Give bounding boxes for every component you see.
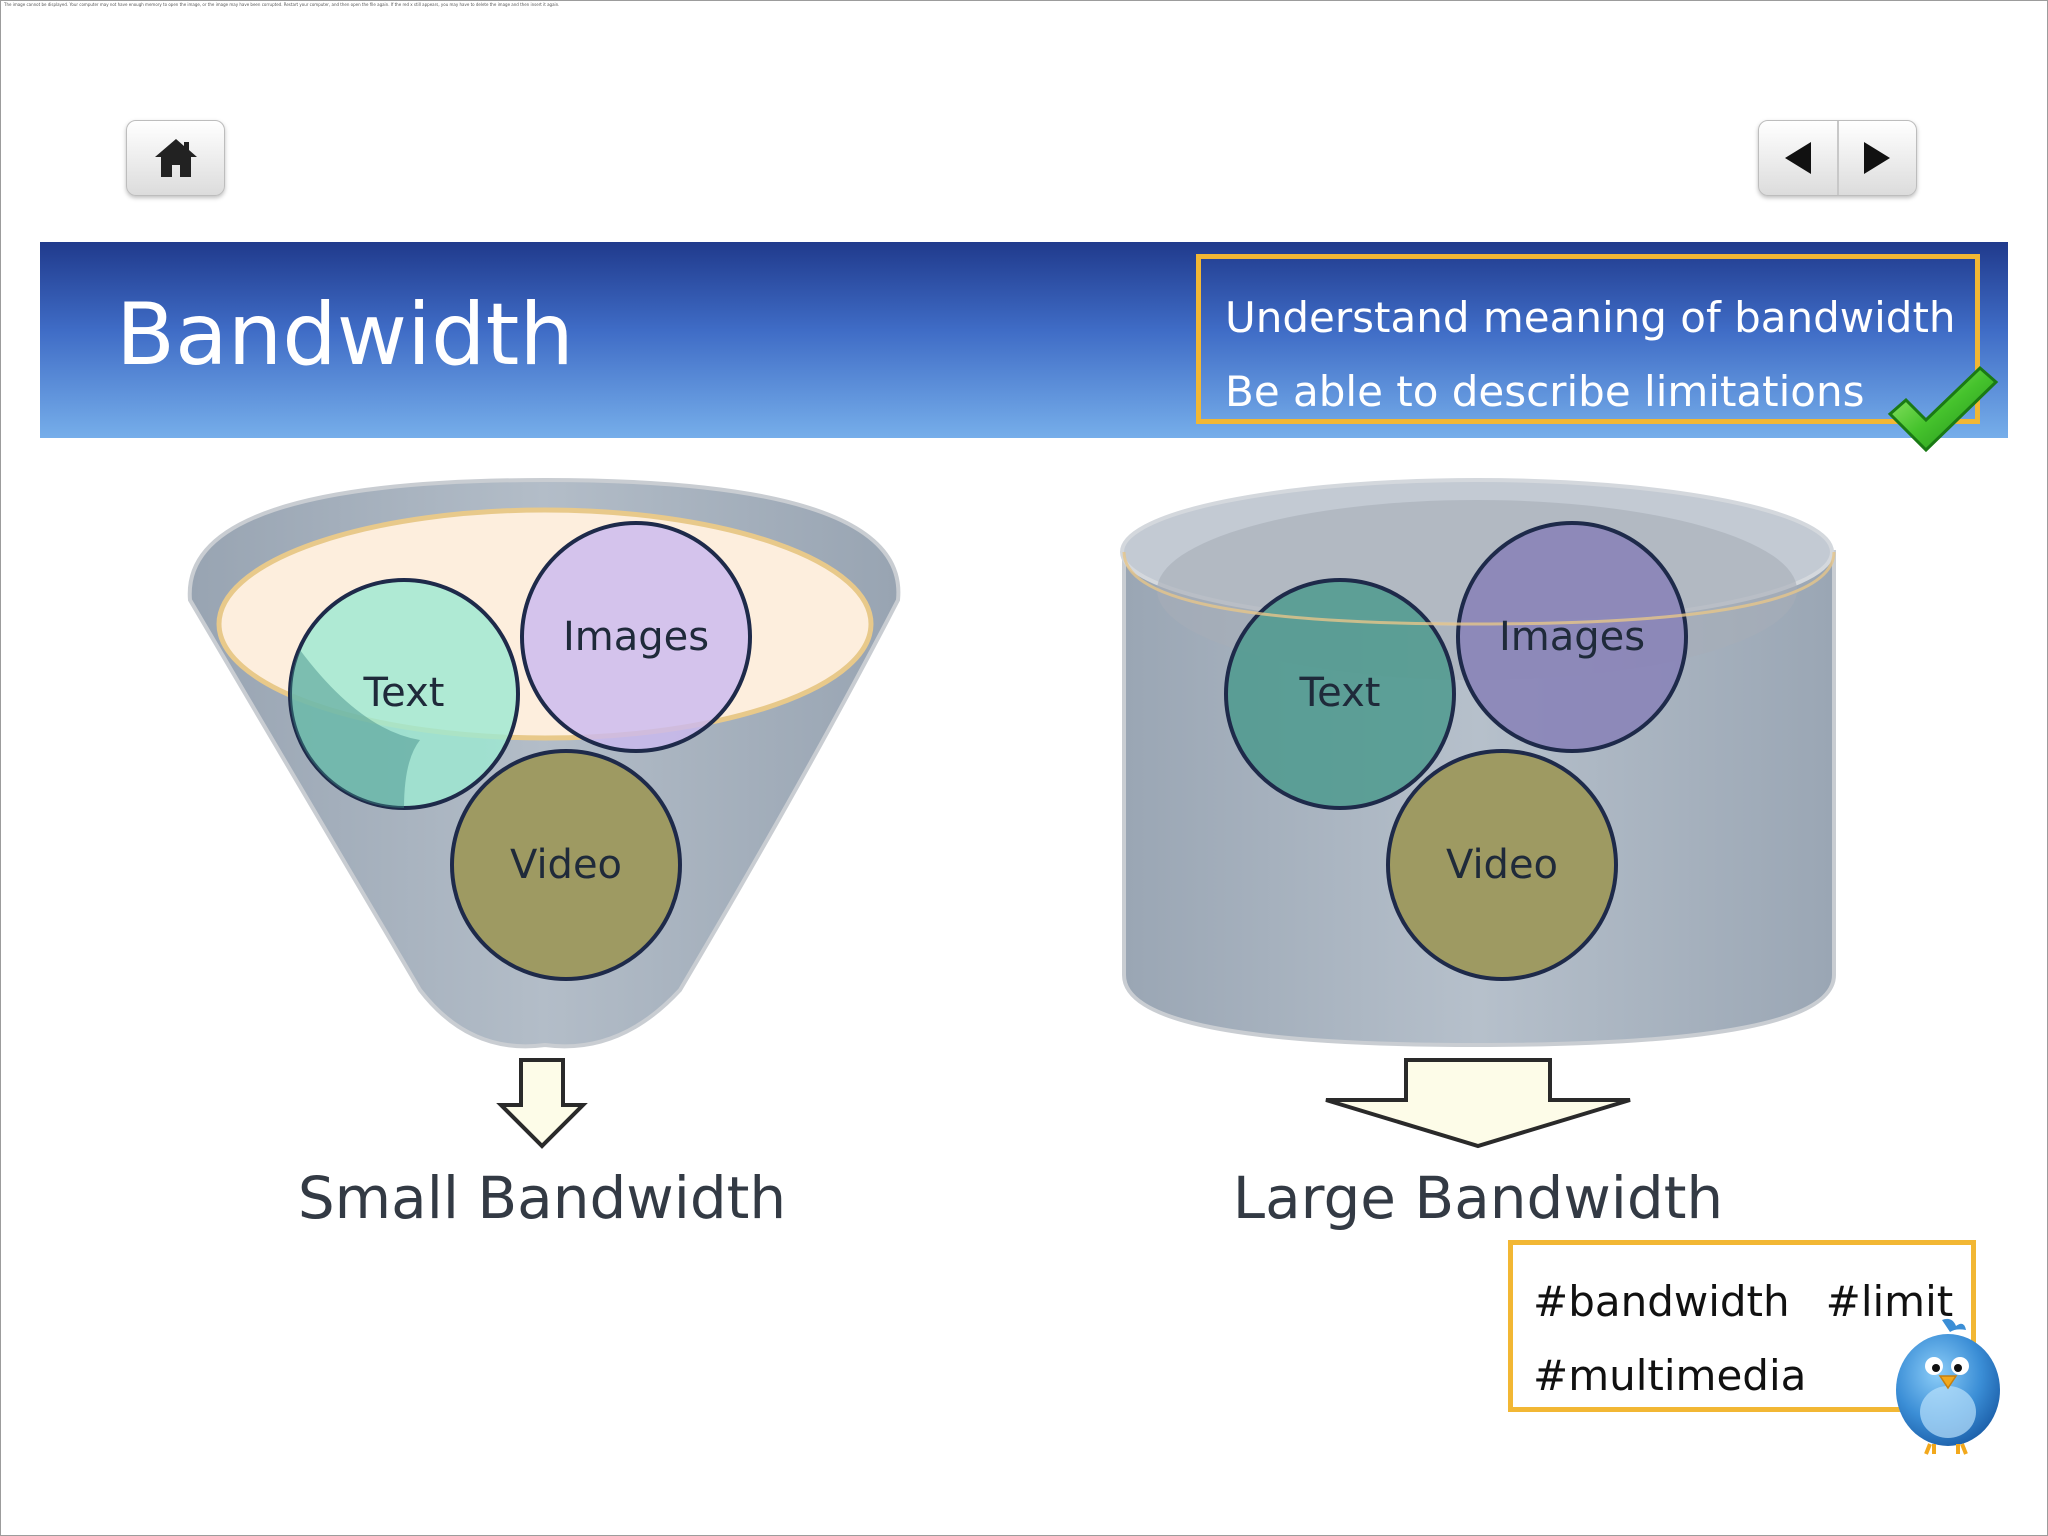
hashtag-row: #multimedia [1533, 1339, 1971, 1413]
large-images-label: Images [1499, 614, 1645, 660]
images-circle [1456, 521, 1688, 753]
bird-icon [1896, 1318, 2000, 1455]
triangle-right-icon [1864, 142, 1891, 174]
large-text-label: Text [1299, 670, 1381, 716]
learning-objectives-box: Understand meaning of bandwidth Be able … [1196, 254, 1980, 424]
next-slide-button[interactable] [1839, 121, 1917, 195]
title-band [40, 242, 2008, 438]
small-bandwidth-funnel: Text Images Video [187, 477, 901, 1049]
large-video-label: Video [1446, 842, 1558, 888]
home-button[interactable] [126, 120, 225, 196]
images-circle [520, 521, 752, 753]
triangle-left-icon [1784, 142, 1811, 174]
home-icon [154, 139, 197, 177]
text-circle [288, 578, 520, 810]
objective-item: Understand meaning of bandwidth [1225, 293, 1956, 342]
broken-image-notice: The image cannot be displayed. Your comp… [4, 2, 560, 7]
text-circle [1224, 578, 1456, 810]
large-down-arrow [1325, 1058, 1631, 1149]
slide-navigation [1758, 120, 1917, 196]
large-bandwidth-cylinder: Text Images Video [1120, 478, 1836, 1048]
checkmark-icon [1887, 365, 1999, 453]
large-bandwidth-label: Large Bandwidth [1233, 1164, 1723, 1232]
small-down-arrow [496, 1058, 588, 1149]
previous-slide-button[interactable] [1759, 121, 1839, 195]
small-bandwidth-label: Small Bandwidth [298, 1164, 786, 1232]
video-circle [450, 749, 682, 981]
hashtag-item: #bandwidth [1533, 1277, 1790, 1326]
video-circle [1386, 749, 1618, 981]
small-text-label: Text [363, 670, 445, 716]
small-video-label: Video [510, 842, 622, 888]
hashtag-item: #limit [1825, 1277, 1954, 1326]
hashtag-row: #bandwidth #limit [1533, 1265, 1971, 1339]
objective-item: Be able to describe limitations [1225, 367, 1865, 416]
hashtag-item: #multimedia [1533, 1351, 1807, 1400]
small-images-label: Images [563, 614, 709, 660]
slide-title: Bandwidth [116, 285, 574, 385]
